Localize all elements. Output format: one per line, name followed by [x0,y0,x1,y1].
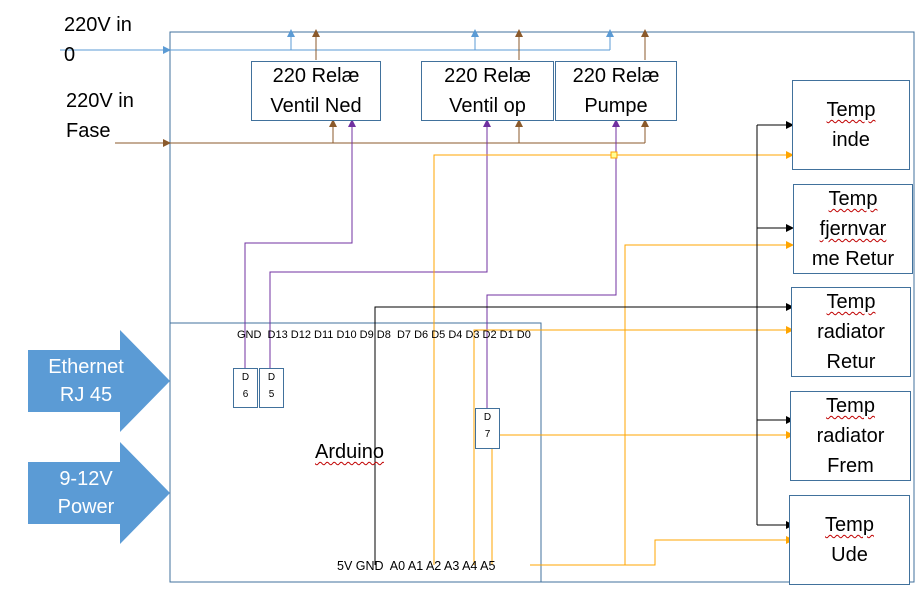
sensor-temp-inde-line2: inde [832,129,870,151]
phase-input-line1: 220V in [66,90,134,112]
sensor-temp-inde-line1: Temp [826,99,876,121]
d5-to-relay-op [269,119,491,370]
sensor-temp-radiator-retur-line1: Temp [826,291,876,313]
relay-ventil-ned: 220 Relæ Ventil Ned [251,61,381,121]
pin-box-d7-line1: D [483,412,492,423]
sensor-wires [433,151,794,566]
sensor-temp-ude-line2: Ude [831,544,868,566]
sensor-temp-fjernvarme-line2: fjernvar [819,218,887,240]
phase-wires [115,29,649,147]
sensor-temp-fjernvarme-line1: Temp [828,188,878,210]
power-supply-label-line1: 9-12V [59,468,113,490]
gnd-bus [374,306,757,565]
a5-to-temp-fjernvarme [624,241,794,565]
relay-pumpe-line2: Pumpe [584,95,648,117]
relay-pumpe: 220 Relæ Pumpe [555,61,677,121]
sensor-temp-radiator-retur: Temp radiator Retur [791,287,911,377]
phase-input-label: 220V in Fase [66,86,134,146]
sensor-temp-radiator-frem-line1: Temp [826,395,875,417]
phase-input-line2: Fase [66,120,111,142]
relay-ventil-op-line2: Ventil op [449,95,526,117]
neutral-wires [60,29,614,54]
ethernet-arrow-shape [28,330,170,432]
sensor-temp-ude: Temp Ude [789,495,910,585]
power-arrow-shape [28,442,170,544]
junction-marker [610,151,618,159]
neutral-input-line2: 0 [64,44,76,66]
sensor-temp-radiator-retur-line2: radiator [817,321,885,343]
neutral-input-line1: 220V in [64,14,132,36]
ethernet-label: Ethernet RJ 45 [30,353,142,409]
relay-ventil-op-line1: 220 Relæ [444,65,531,87]
arduino-label: Arduino [315,441,384,463]
a1-to-temp-inde [433,151,794,565]
arduino-digital-pins: GND D13 D12 D11 D10 D9 D8 D7 D6 D5 D4 D3… [237,329,531,341]
enclosure-box [169,31,915,583]
pin-box-d7: D 7 [475,408,500,449]
neutral-input-label: 220V in 0 [64,10,132,70]
a5-to-temp-ude [530,536,794,566]
pin-box-d6-line1: D [241,372,250,383]
relay-ventil-ned-line1: 220 Relæ [272,65,360,87]
pin-box-d7-line2: 7 [484,429,491,440]
sensor-temp-inde: Temp inde [792,80,910,170]
pin-box-d6: D 6 [233,368,258,408]
sensor-temp-radiator-retur-line3: Retur [826,351,876,373]
d6-to-relay-ned [244,119,356,370]
ethernet-label-line2: RJ 45 [59,384,113,406]
a3-to-temp-radiator-retur [473,326,794,565]
pin-box-d5: D 5 [259,368,284,408]
relay-pumpe-line1: 220 Relæ [572,65,660,87]
ground-wires [374,121,794,565]
pin-box-d5-line1: D [267,372,276,383]
control-wires [244,119,620,410]
relay-ventil-op: 220 Relæ Ventil op [421,61,554,121]
sensor-temp-fjernvarme-line3: me Retur [811,248,895,270]
arduino-analog-pins: 5V GND A0 A1 A2 A3 A4 A5 [337,559,496,573]
a4-to-temp-radiator-frem [491,431,794,565]
pin-box-d5-line2: 5 [268,389,275,400]
sensor-temp-fjernvarme-retur: Temp fjernvar me Retur [793,184,913,274]
sensor-temp-radiator-frem-line2: radiator [816,425,885,447]
relay-ventil-ned-line2: Ventil Ned [270,95,362,117]
pin-box-d6-line2: 6 [242,389,249,400]
power-supply-label: 9-12V Power [30,465,142,521]
power-supply-label-line2: Power [57,496,115,518]
sensor-temp-radiator-frem: Temp radiator Frem [790,391,911,481]
d7-to-relay-pumpe [486,119,620,410]
ethernet-label-line1: Ethernet [48,356,124,378]
sensor-temp-radiator-frem-line3: Frem [827,455,874,477]
sensor-temp-ude-line1: Temp [825,514,874,536]
arduino-board [169,322,542,583]
